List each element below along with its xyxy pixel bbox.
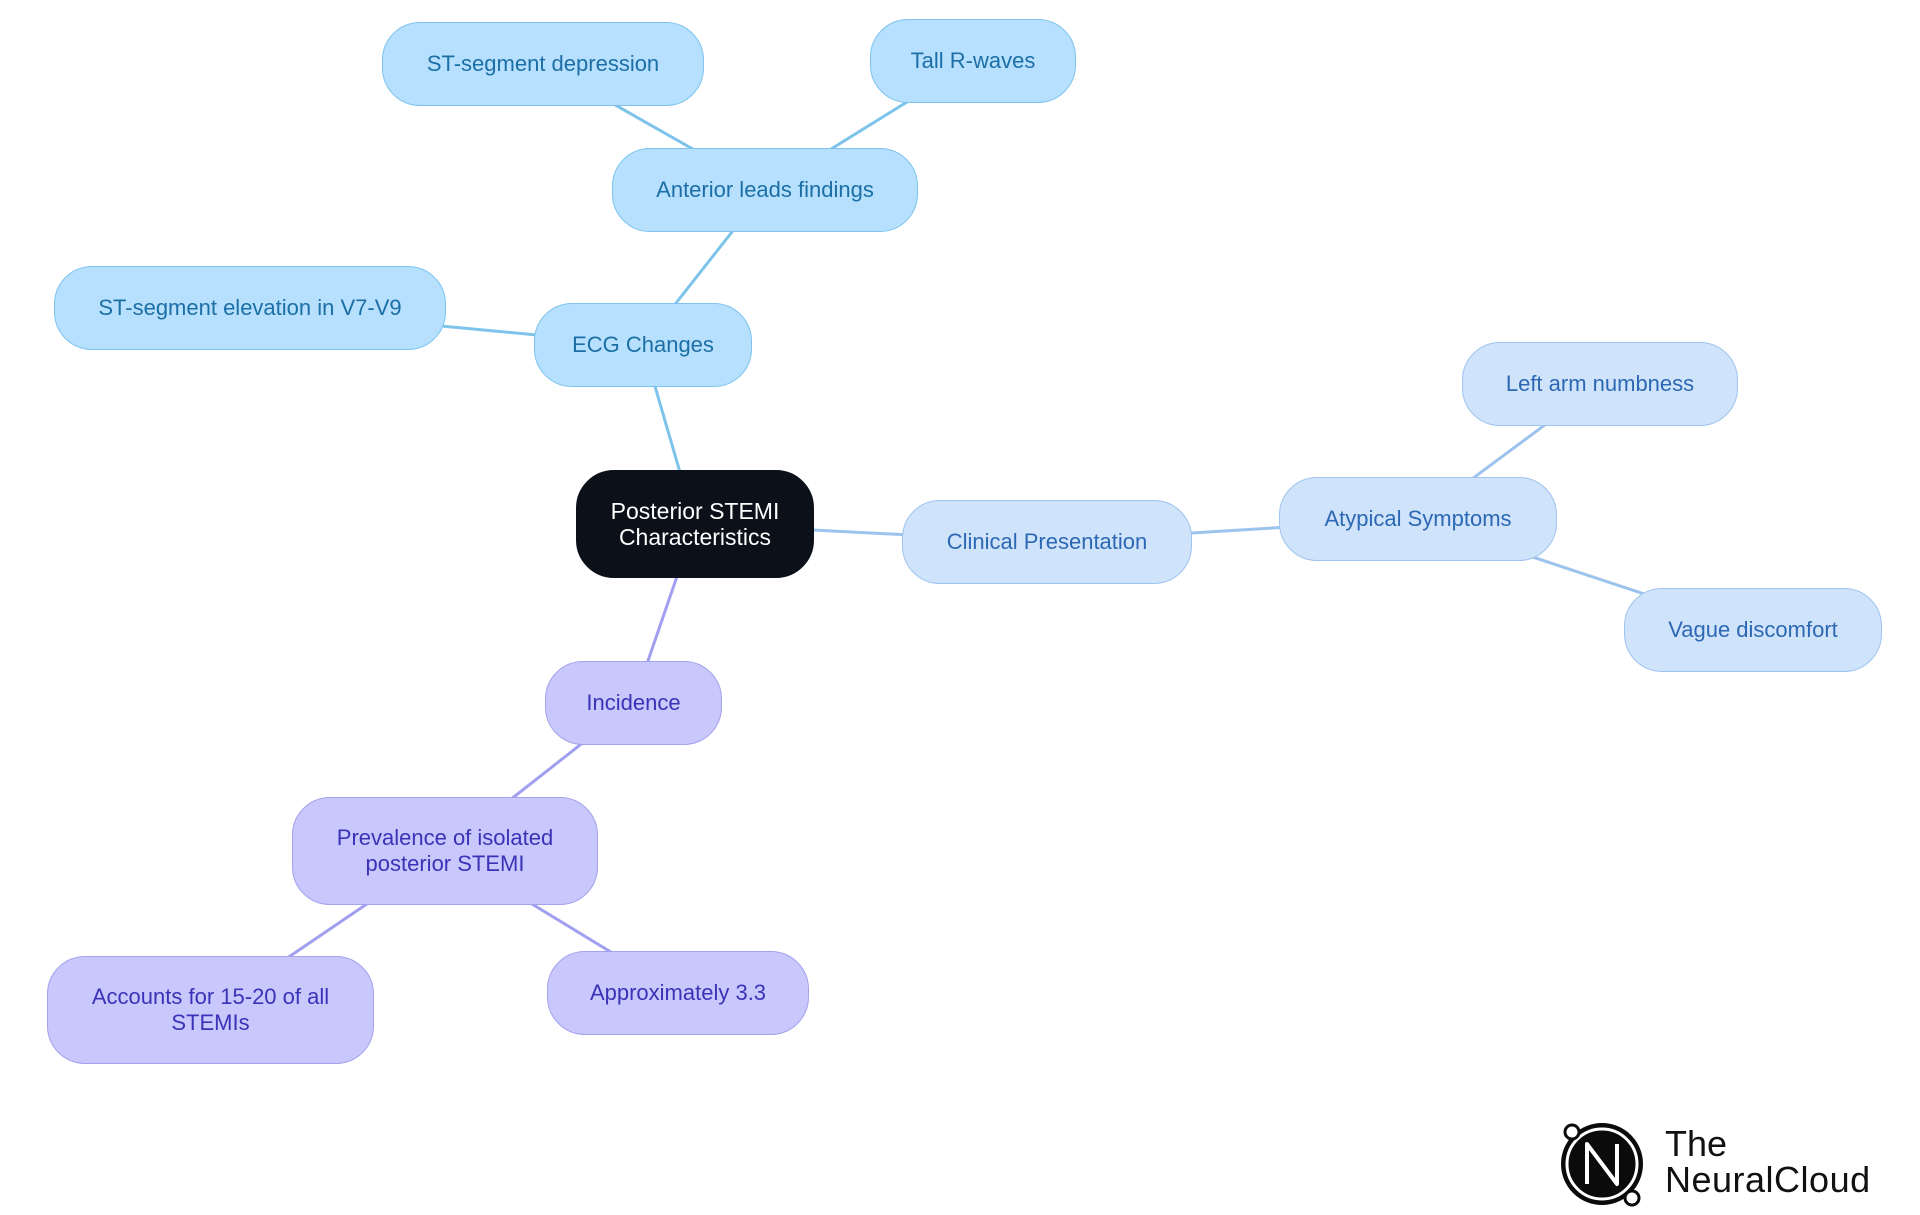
logo-wordmark: The NeuralCloud bbox=[1665, 1126, 1871, 1198]
node-anterior-leads-findings[interactable]: Anterior leads findings bbox=[612, 148, 918, 232]
node-root[interactable]: Posterior STEMI Characteristics bbox=[576, 470, 814, 578]
logo-word-line1: The bbox=[1665, 1123, 1728, 1164]
logo-word-line2: NeuralCloud bbox=[1665, 1159, 1871, 1200]
node-left-arm-numbness[interactable]: Left arm numbness bbox=[1462, 342, 1738, 426]
node-approximately[interactable]: Approximately 3.3 bbox=[547, 951, 809, 1035]
node-ecg-changes[interactable]: ECG Changes bbox=[534, 303, 752, 387]
node-vague-discomfort[interactable]: Vague discomfort bbox=[1624, 588, 1882, 672]
node-st-segment-elevation[interactable]: ST-segment elevation in V7-V9 bbox=[54, 266, 446, 350]
node-accounts-for-stemis[interactable]: Accounts for 15-20 of all STEMIs bbox=[47, 956, 374, 1064]
node-clinical-presentation[interactable]: Clinical Presentation bbox=[902, 500, 1192, 584]
node-prevalence[interactable]: Prevalence of isolated posterior STEMI bbox=[292, 797, 598, 905]
neuralcloud-n-logo-icon bbox=[1561, 1123, 1643, 1207]
node-tall-r-waves[interactable]: Tall R-waves bbox=[870, 19, 1076, 103]
node-st-segment-depression[interactable]: ST-segment depression bbox=[382, 22, 704, 106]
node-atypical-symptoms[interactable]: Atypical Symptoms bbox=[1279, 477, 1557, 561]
node-incidence[interactable]: Incidence bbox=[545, 661, 722, 745]
